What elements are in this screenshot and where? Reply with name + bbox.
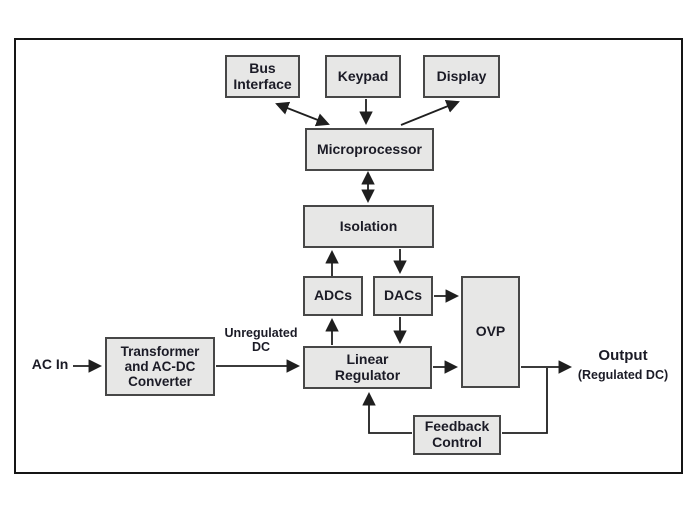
- diagram-frame: [14, 38, 683, 474]
- node-display: Display: [423, 55, 500, 98]
- arrow-microprocessor-to-display: [400, 100, 460, 126]
- node-linear-regulator: Linear Regulator: [303, 346, 432, 389]
- node-transformer-ac-dc-converter: Transformer and AC-DC Converter: [105, 337, 215, 396]
- node-adcs: ADCs: [303, 276, 363, 316]
- node-bus-interface: Bus Interface: [225, 55, 300, 98]
- label-output: Output: [598, 347, 648, 364]
- node-feedback-control: Feedback Control: [413, 415, 501, 455]
- wire-output-to-feedback-control: [502, 368, 548, 434]
- node-ovp: OVP: [461, 276, 520, 388]
- node-dacs: DACs: [373, 276, 433, 316]
- arrow-feedback-control-to-linear-regulator: [362, 391, 412, 434]
- label-output-regulated-dc: (Regulated DC): [577, 368, 669, 382]
- arrow-bus-microprocessor-bidirectional: [275, 101, 330, 127]
- node-isolation: Isolation: [303, 205, 434, 248]
- label-ac-in: AC In: [31, 356, 69, 372]
- label-unregulated-dc: Unregulated DC: [224, 326, 298, 354]
- node-keypad: Keypad: [325, 55, 401, 98]
- node-microprocessor: Microprocessor: [305, 128, 434, 171]
